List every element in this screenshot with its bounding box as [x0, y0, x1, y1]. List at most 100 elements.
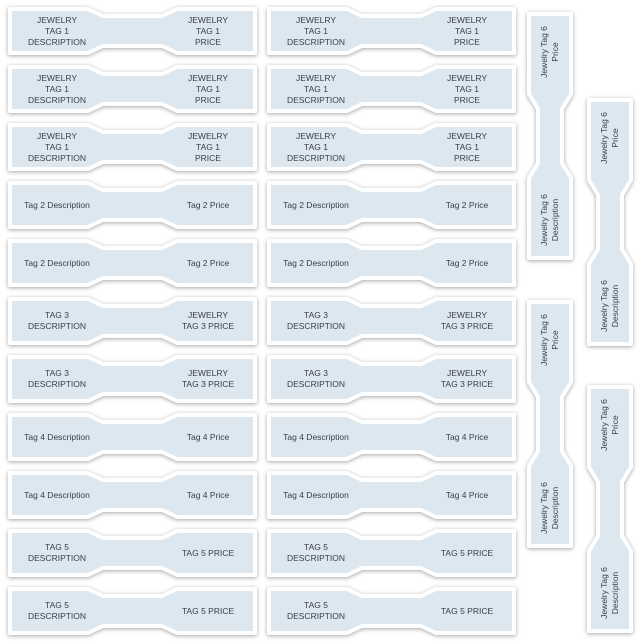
horizontal-jewelry-tag: Tag 4 Description Tag 4 Price: [267, 471, 516, 519]
horizontal-jewelry-tag: Tag 2 Description Tag 2 Price: [267, 239, 516, 287]
tag-description: TAG 3 DESCRIPTION: [286, 310, 346, 331]
tag-description: Tag 4 Description: [283, 489, 349, 500]
tag-price: JEWELRY TAG 3 PRICE: [440, 368, 494, 389]
horizontal-jewelry-tag: JEWELRY TAG 1 DESCRIPTION JEWELRY TAG 1 P…: [267, 7, 516, 55]
tag-price: JEWELRY TAG 1 PRICE: [447, 72, 487, 105]
tag-outline: [8, 65, 257, 113]
tag-outline: [527, 300, 573, 548]
tag-description: TAG 5 DESCRIPTION: [27, 542, 87, 563]
tag-outline: [8, 529, 257, 577]
tag-outline: [8, 297, 257, 345]
tag-outline: [587, 98, 633, 346]
tag-price: Jewelry Tag 6 Price: [599, 112, 620, 164]
tag-description: TAG 3 DESCRIPTION: [27, 310, 87, 331]
tag-description: Tag 4 Description: [283, 431, 349, 442]
tag-price: TAG 5 PRICE: [181, 605, 235, 616]
tag-description: JEWELRY TAG 1 DESCRIPTION: [286, 14, 346, 47]
tag-price: Tag 4 Price: [445, 489, 489, 500]
tag-price: JEWELRY TAG 1 PRICE: [188, 72, 228, 105]
tag-outline: [267, 65, 516, 113]
horizontal-jewelry-tag: Tag 2 Description Tag 2 Price: [8, 239, 257, 287]
tag-price: TAG 5 PRICE: [440, 605, 494, 616]
tag-outline: [267, 529, 516, 577]
tag-description: Jewelry Tag 6 Description: [539, 194, 560, 246]
tag-outline: [267, 239, 516, 287]
tag-price: TAG 5 PRICE: [440, 547, 494, 558]
tag-description: Tag 2 Description: [24, 199, 90, 210]
tag-price: JEWELRY TAG 3 PRICE: [181, 368, 235, 389]
tag-description: Jewelry Tag 6 Description: [599, 567, 620, 619]
tag-price: Jewelry Tag 6 Price: [539, 314, 560, 366]
tag-description: Tag 2 Description: [24, 257, 90, 268]
tag-description: TAG 5 DESCRIPTION: [286, 542, 346, 563]
tag-price: Tag 4 Price: [186, 489, 230, 500]
tag-outline: [8, 413, 257, 461]
tag-price: TAG 5 PRICE: [181, 547, 235, 558]
tag-description: Tag 2 Description: [283, 199, 349, 210]
tag-description: JEWELRY TAG 1 DESCRIPTION: [286, 72, 346, 105]
horizontal-jewelry-tag: JEWELRY TAG 1 DESCRIPTION JEWELRY TAG 1 P…: [8, 65, 257, 113]
horizontal-jewelry-tag: Tag 4 Description Tag 4 Price: [8, 413, 257, 461]
tag-outline: [267, 123, 516, 171]
tag-price: Tag 2 Price: [445, 257, 489, 268]
tag-outline: [8, 587, 257, 635]
tag-outline: [527, 12, 573, 260]
horizontal-jewelry-tag: TAG 5 DESCRIPTION TAG 5 PRICE: [8, 587, 257, 635]
tag-outline: [8, 7, 257, 55]
tag-description: JEWELRY TAG 1 DESCRIPTION: [286, 130, 346, 163]
tag-description: JEWELRY TAG 1 DESCRIPTION: [27, 72, 87, 105]
tag-description: Jewelry Tag 6 Description: [599, 280, 620, 332]
tag-description: TAG 5 DESCRIPTION: [27, 600, 87, 621]
tag-outline: [267, 181, 516, 229]
tag-description: Tag 4 Description: [24, 431, 90, 442]
tag-price: Tag 4 Price: [186, 431, 230, 442]
horizontal-jewelry-tag: TAG 3 DESCRIPTION JEWELRY TAG 3 PRICE: [8, 355, 257, 403]
tag-price: JEWELRY TAG 3 PRICE: [181, 310, 235, 331]
horizontal-jewelry-tag: Tag 4 Description Tag 4 Price: [8, 471, 257, 519]
tag-description: TAG 3 DESCRIPTION: [27, 368, 87, 389]
horizontal-jewelry-tag: TAG 5 DESCRIPTION TAG 5 PRICE: [8, 529, 257, 577]
tag-price: Tag 2 Price: [445, 199, 489, 210]
tag-outline: [267, 297, 516, 345]
tag-price: JEWELRY TAG 1 PRICE: [447, 130, 487, 163]
tag-outline: [8, 239, 257, 287]
horizontal-jewelry-tag: JEWELRY TAG 1 DESCRIPTION JEWELRY TAG 1 P…: [267, 65, 516, 113]
tag-price: JEWELRY TAG 3 PRICE: [440, 310, 494, 331]
horizontal-jewelry-tag: TAG 3 DESCRIPTION JEWELRY TAG 3 PRICE: [8, 297, 257, 345]
tag-price: Jewelry Tag 6 Price: [599, 399, 620, 451]
tag-outline: [587, 385, 633, 633]
horizontal-jewelry-tag: TAG 3 DESCRIPTION JEWELRY TAG 3 PRICE: [267, 355, 516, 403]
tag-outline: [267, 355, 516, 403]
tag-outline: [267, 413, 516, 461]
tag-outline: [8, 355, 257, 403]
horizontal-jewelry-tag: Tag 2 Description Tag 2 Price: [267, 181, 516, 229]
tag-price: Tag 4 Price: [445, 431, 489, 442]
tag-description: TAG 5 DESCRIPTION: [286, 600, 346, 621]
tag-outline: [267, 471, 516, 519]
tag-price: JEWELRY TAG 1 PRICE: [188, 130, 228, 163]
horizontal-jewelry-tag: Tag 2 Description Tag 2 Price: [8, 181, 257, 229]
horizontal-jewelry-tag: JEWELRY TAG 1 DESCRIPTION JEWELRY TAG 1 P…: [8, 7, 257, 55]
tag-outline: [8, 471, 257, 519]
tag-description: Tag 4 Description: [24, 489, 90, 500]
tag-description: TAG 3 DESCRIPTION: [286, 368, 346, 389]
tag-outline: [267, 587, 516, 635]
tag-outline: [8, 181, 257, 229]
horizontal-jewelry-tag: TAG 3 DESCRIPTION JEWELRY TAG 3 PRICE: [267, 297, 516, 345]
tag-price: JEWELRY TAG 1 PRICE: [188, 14, 228, 47]
tag-price: Tag 2 Price: [186, 257, 230, 268]
horizontal-jewelry-tag: JEWELRY TAG 1 DESCRIPTION JEWELRY TAG 1 P…: [267, 123, 516, 171]
tag-description: Tag 2 Description: [283, 257, 349, 268]
tag-price: Jewelry Tag 6 Price: [539, 26, 560, 78]
tag-outline: [8, 123, 257, 171]
tag-description: JEWELRY TAG 1 DESCRIPTION: [27, 14, 87, 47]
tag-price: Tag 2 Price: [186, 199, 230, 210]
tag-outline: [267, 7, 516, 55]
tag-price: JEWELRY TAG 1 PRICE: [447, 14, 487, 47]
